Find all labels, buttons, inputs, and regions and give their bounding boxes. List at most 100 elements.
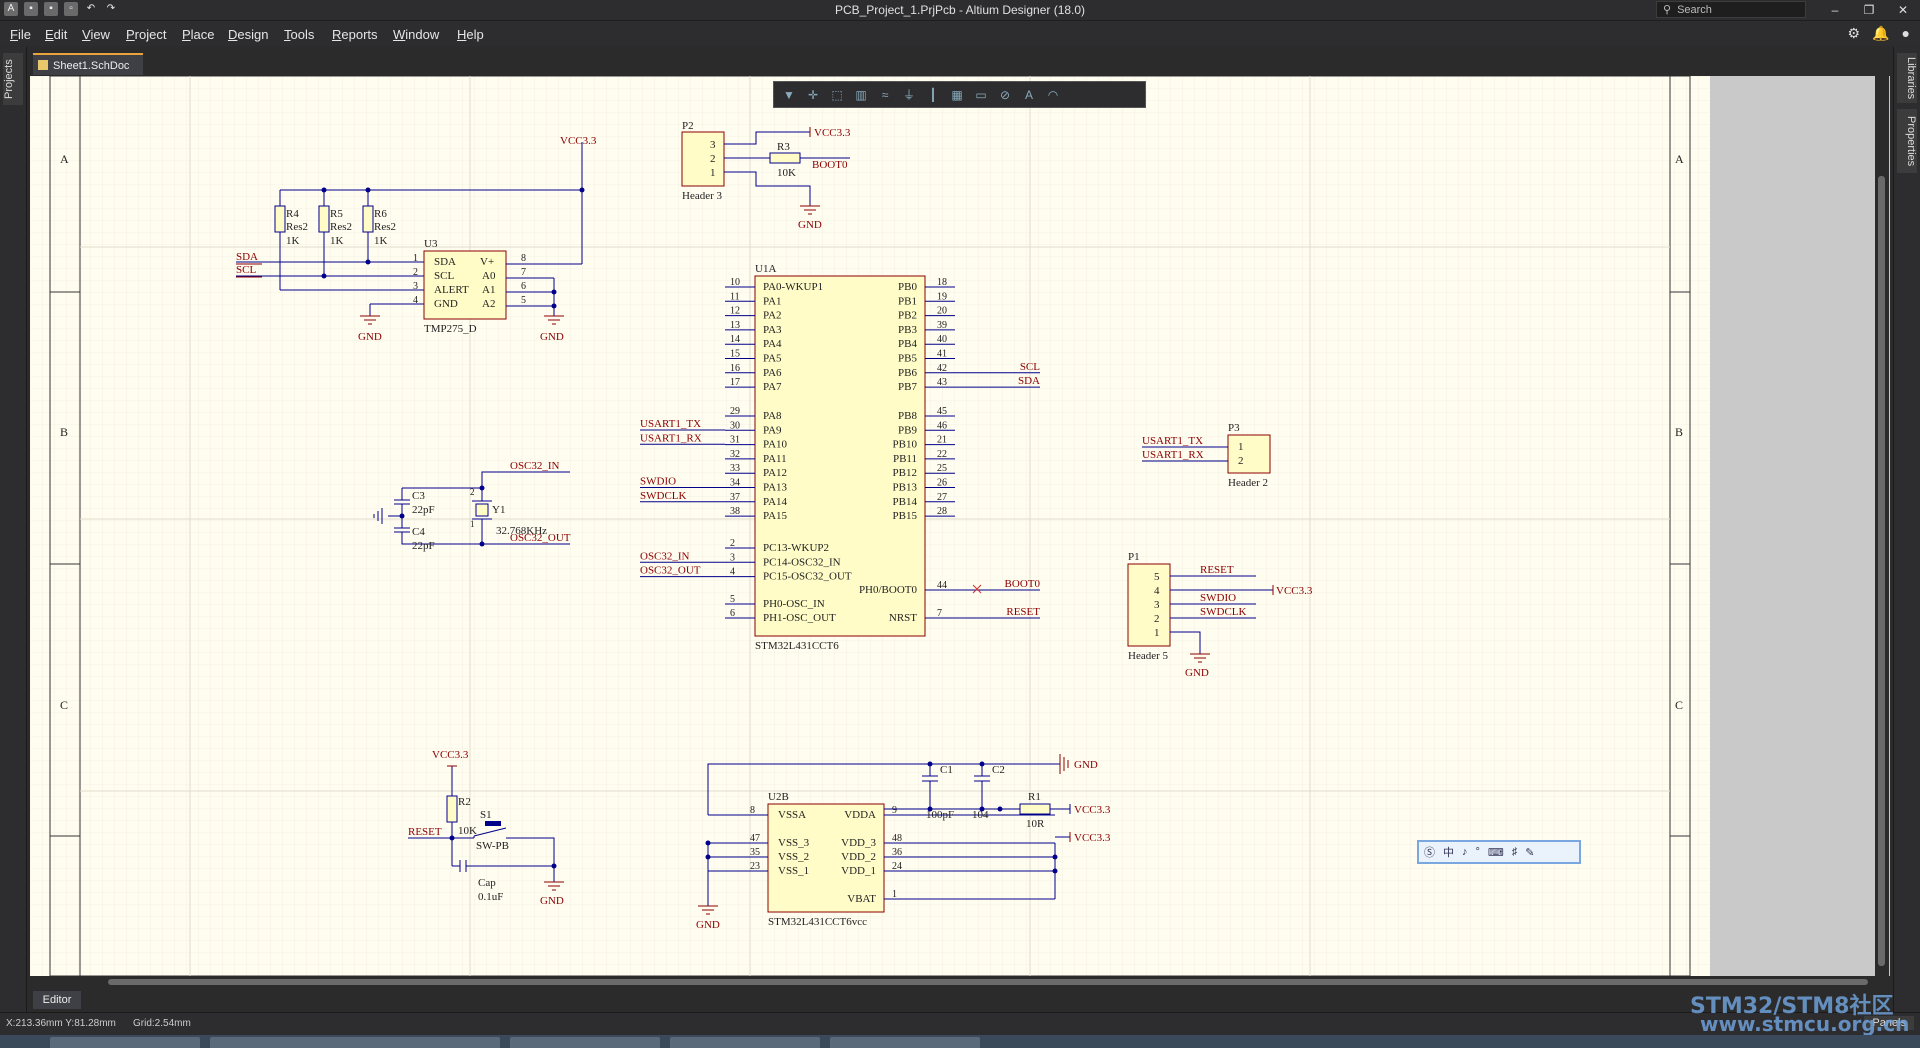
ime-punct-icon[interactable]: °	[1475, 846, 1480, 858]
menu-project[interactable]: Project	[126, 27, 167, 42]
ime-logo-icon[interactable]: Ⓢ	[1424, 847, 1435, 859]
app-icon: A	[4, 2, 18, 16]
tab-libraries[interactable]: Libraries	[1897, 53, 1917, 103]
active-bar-toolbar[interactable]: ▼ ✛ ⬚ ▥ ≈ ⏚ ┃ ▦ ▭ ⊘ A ◠	[773, 81, 1146, 108]
horizontal-scrollbar[interactable]	[30, 977, 1875, 987]
r1-val: 10R	[1026, 818, 1045, 830]
menu-design[interactable]: Design	[228, 27, 269, 42]
bus-icon[interactable]: ┃	[929, 87, 937, 102]
reset-circuit[interactable]: VCC3.3 R2 10K S1 SW-PB RESET Cap 0.1uF G…	[408, 749, 564, 907]
u1a-pin-right: PB9	[898, 424, 917, 436]
p1-net-swdclk: SWDCLK	[1200, 606, 1247, 618]
vscroll-thumb[interactable]	[1878, 176, 1885, 966]
u2b-power[interactable]: U2BSTM32L431CCT6vccVSSA8VSS_347VSS_235VS…	[696, 754, 1111, 931]
menu-place[interactable]: Place	[182, 27, 215, 42]
u3-num-l1: 2	[413, 267, 418, 278]
p3-net-rx: USART1_RX	[1142, 449, 1204, 461]
menu-edit[interactable]: Edit	[45, 27, 68, 42]
tab-properties[interactable]: Properties	[1897, 109, 1917, 173]
part-icon[interactable]: ▦	[951, 87, 963, 102]
schematic-canvas[interactable]: A B C A B C VCC3.3 R4 Res2 1K R5 Res2	[30, 76, 1890, 976]
save-icon[interactable]: ▪	[24, 2, 38, 16]
open-icon[interactable]: ▫	[64, 2, 78, 16]
power-port-icon[interactable]: ⏚	[902, 87, 915, 102]
align-icon[interactable]: ▥	[855, 87, 867, 102]
tab-projects[interactable]: Projects	[3, 53, 23, 105]
u1a-pin-left: PA15	[763, 510, 788, 522]
menu-help[interactable]: Help	[457, 27, 484, 42]
close-button[interactable]: ✕	[1897, 3, 1909, 17]
hscroll-thumb[interactable]	[108, 979, 1868, 985]
taskbar-item[interactable]	[830, 1037, 980, 1048]
taskbar-item[interactable]	[210, 1037, 360, 1048]
u1a-pin-right: PB0	[898, 281, 917, 293]
vertical-scrollbar[interactable]	[1875, 76, 1889, 976]
menu-view[interactable]: View	[82, 27, 110, 42]
border-label-c-left: C	[60, 698, 68, 712]
text-icon[interactable]: A	[1024, 87, 1033, 102]
p1-pin1: 1	[1154, 627, 1160, 639]
search-icon: ⚲	[1663, 4, 1672, 16]
u1a-num-left: 2	[730, 538, 735, 549]
select-icon[interactable]: ⬚	[831, 87, 843, 102]
arc-icon[interactable]: ◠	[1047, 87, 1059, 102]
panels-button[interactable]: Panels	[1864, 1016, 1914, 1030]
u3-num-r2: 6	[521, 281, 526, 292]
u1a-ref: U1A	[755, 263, 776, 275]
ime-chinese[interactable]: 中	[1443, 847, 1454, 859]
p3-header[interactable]: P3 Header 2 1 2 USART1_TX USART1_RX	[1142, 422, 1271, 489]
u1a-num-right: 26	[937, 478, 947, 489]
ime-keyboard-icon[interactable]: ⌨	[1487, 846, 1504, 859]
ime-tool-icon[interactable]: ✎	[1525, 846, 1535, 859]
p1-ref: P1	[1128, 551, 1140, 563]
save-all-icon[interactable]: ▪	[44, 2, 58, 16]
r6-val: Res2	[374, 221, 396, 233]
p1-header[interactable]: P1 Header 5 5 4 3 2 1 RESET VCC3.3 SWDIO…	[1127, 551, 1313, 679]
u1a-num-left: 6	[730, 608, 735, 619]
u1a-pin-left: PC15-OSC32_OUT	[763, 571, 852, 583]
p1-gnd: GND	[1185, 667, 1209, 679]
u3-num-r3: 5	[521, 295, 526, 306]
u1a-mcu[interactable]: U1ASTM32L431CCT6PA0-WKUP110PA111PA212PA3…	[640, 263, 1040, 652]
u1a-pin-left: PA5	[763, 353, 782, 365]
gear-icon[interactable]: ⚙	[1847, 25, 1861, 41]
osc-net-in: OSC32_IN	[510, 460, 560, 472]
user-icon[interactable]: ●	[1901, 25, 1910, 41]
menu-file[interactable]: File	[10, 27, 31, 42]
schematic-sheet[interactable]: A B C A B C VCC3.3 R4 Res2 1K R5 Res2	[30, 76, 1710, 976]
move-icon[interactable]: ✛	[807, 87, 819, 102]
undo-icon[interactable]: ↶	[86, 3, 96, 14]
menu-window[interactable]: Window	[393, 27, 440, 42]
ime-toolbar[interactable]: Ⓢ 中 ♪ ° ⌨ ♯ ✎	[1417, 840, 1581, 864]
taskbar-item[interactable]	[50, 1037, 200, 1048]
minimize-button[interactable]: –	[1831, 3, 1839, 17]
restore-button[interactable]: ❐	[1863, 3, 1875, 17]
tmp275-section[interactable]: VCC3.3 R4 Res2 1K R5 Res2 1K R6 Res2 1K	[236, 135, 597, 343]
bell-icon[interactable]: 🔔	[1872, 25, 1890, 41]
tab-sheet1[interactable]: Sheet1.SchDoc	[33, 53, 143, 75]
u3-ref: U3	[424, 238, 438, 250]
p1-pin2: 2	[1154, 613, 1160, 625]
u3-pin-l2: ALERT	[434, 284, 469, 296]
taskbar-item[interactable]	[670, 1037, 820, 1048]
p2-header[interactable]: P2 Header 3 3 2 1 VCC3.3 R3 10K BOOT0 GN…	[681, 120, 851, 231]
menu-tools[interactable]: Tools	[284, 27, 315, 42]
oscillator-circuit[interactable]: C3 22pF C4 22pF Y1 32.768KHz 2 1 OSC32_I…	[373, 460, 571, 552]
menu-reports[interactable]: Reports	[332, 27, 378, 42]
net-label-icon[interactable]: ▭	[975, 87, 987, 102]
directive-icon[interactable]: ⊘	[999, 87, 1011, 102]
search-input[interactable]: ⚲Search	[1656, 1, 1806, 18]
filter-icon[interactable]: ▼	[783, 87, 795, 102]
u2b-vcc-vdd: VCC3.3	[1074, 832, 1111, 844]
tab-editor[interactable]: Editor	[33, 991, 81, 1009]
p2-pin3: 3	[710, 139, 716, 151]
ime-moon-icon[interactable]: ♪	[1462, 846, 1468, 858]
wire-icon[interactable]: ≈	[881, 87, 889, 102]
redo-icon[interactable]: ↷	[106, 3, 116, 14]
ime-grid-icon[interactable]: ♯	[1511, 846, 1518, 858]
taskbar-item[interactable]	[510, 1037, 660, 1048]
taskbar-item[interactable]	[350, 1037, 500, 1048]
u1a-num-left: 37	[730, 492, 740, 503]
schematic-file-icon	[38, 60, 48, 70]
u1a-pin-right: PB5	[898, 353, 917, 365]
